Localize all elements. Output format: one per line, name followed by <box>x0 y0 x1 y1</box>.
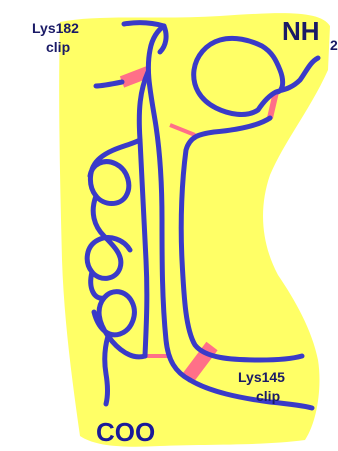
nh2-label: NH <box>282 16 320 46</box>
chain-c-terminal-tail <box>105 336 108 404</box>
lys145-label-line2: clip <box>256 388 280 404</box>
lys182-label-line1: Lys182 <box>32 20 79 36</box>
lys182-label-line2: clip <box>46 39 70 55</box>
nh2-subscript: 2 <box>330 37 338 53</box>
lys145-label-line1: Lys145 <box>238 369 285 385</box>
coo-label: COO <box>96 417 155 447</box>
